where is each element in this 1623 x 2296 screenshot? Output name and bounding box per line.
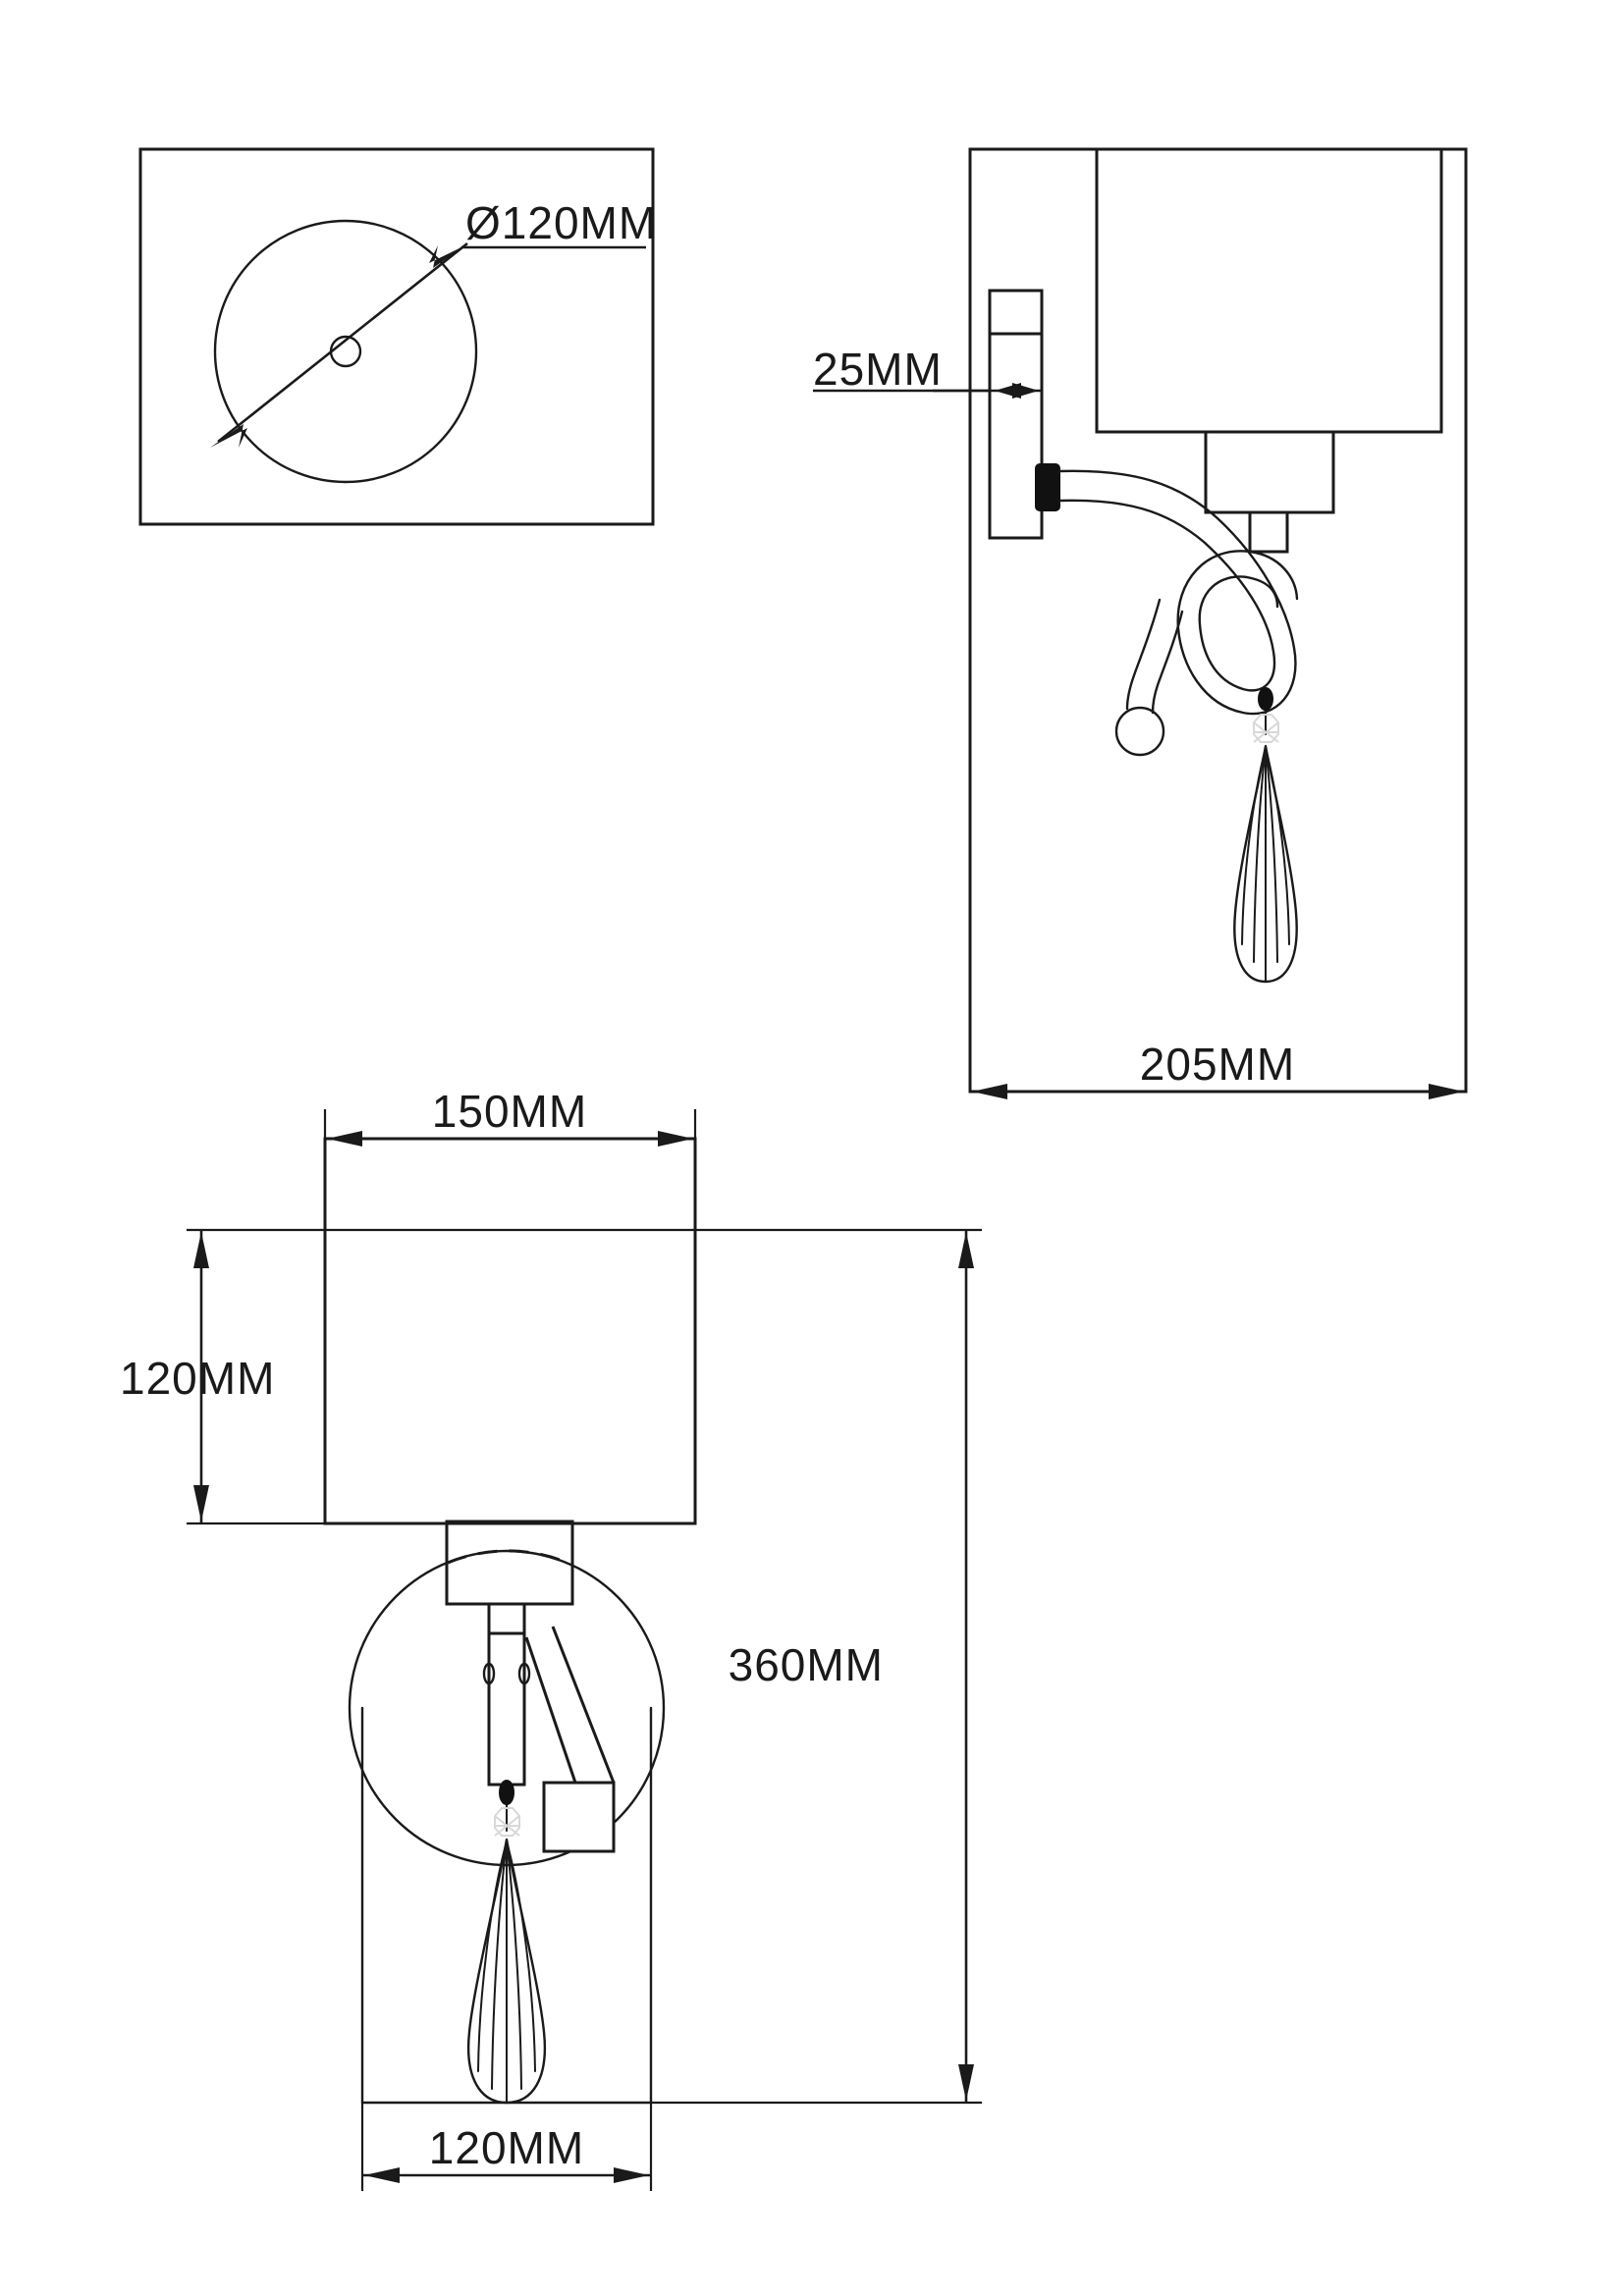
- side-shade-collar: [1204, 430, 1335, 514]
- top-view-outline: [138, 147, 655, 526]
- dim150-arrow-left: [327, 1131, 362, 1147]
- dim-shade-height-120-label: 120MM: [120, 1353, 275, 1404]
- side-crystal-bead: [1253, 714, 1279, 743]
- side-ball-finial: [1114, 706, 1165, 757]
- dim120w-arrow-right: [614, 2167, 649, 2183]
- front-stem: [487, 1602, 526, 1787]
- side-drop-facet-1: [1241, 747, 1267, 945]
- side-drop-facet-4: [1265, 747, 1278, 963]
- dim-25-label: 25MM: [813, 344, 943, 395]
- front-shade-body: [323, 1137, 697, 1525]
- front-arm-edge-right: [551, 1626, 616, 1784]
- backplate-circle: [213, 219, 478, 484]
- dim205-arrow-left: [972, 1084, 1007, 1099]
- front-drop-facet-2: [491, 1841, 508, 2090]
- dim360-arrow-bottom: [958, 2064, 974, 2101]
- side-shade-body: [1095, 147, 1443, 434]
- front-stem-detail-left: [482, 1662, 496, 1685]
- front-arm-end-box: [542, 1781, 616, 1853]
- side-drop-facet-5: [1265, 747, 1290, 945]
- side-joint-connector: [1035, 463, 1060, 511]
- dim120w-arrow-left: [364, 2167, 400, 2183]
- side-arm-outer-loop: [1057, 469, 1299, 716]
- side-arm-branch-left-a: [1125, 598, 1162, 711]
- top-view: Ø120MM: [138, 147, 657, 526]
- diameter-leader-line: [217, 241, 468, 444]
- front-socket-collar: [445, 1520, 574, 1606]
- side-arm-inner-loop: [1057, 499, 1279, 692]
- front-view: 150MM 120MM 360MM 120MM: [120, 1086, 982, 2191]
- dim-150-label: 150MM: [432, 1086, 587, 1137]
- front-crystal-bead: [494, 1807, 520, 1837]
- dim360-arrow-top: [958, 1232, 974, 1268]
- dim-205-label: 205MM: [1140, 1039, 1295, 1090]
- side-wall-bracket: [988, 289, 1044, 540]
- front-drop-facet-5: [506, 1841, 536, 2072]
- diameter-120-label: Ø120MM: [465, 197, 657, 248]
- front-drop-facet-1: [477, 1841, 508, 2072]
- front-backplate-hidden-arc: [447, 1549, 568, 1565]
- side-crystal-ring: [1258, 687, 1273, 711]
- diameter-arrow-upper: [429, 245, 465, 268]
- side-view: 25MM 205MM: [813, 147, 1468, 1099]
- side-neck: [1248, 510, 1289, 554]
- front-stem-detail-right: [517, 1662, 531, 1685]
- dim120h-arrow-top: [193, 1232, 209, 1268]
- diameter-arrow-lower: [210, 424, 247, 448]
- front-drop-facet-4: [506, 1841, 522, 2090]
- dim-backplate-width-120-label: 120MM: [429, 2122, 584, 2173]
- side-view-outline: [968, 147, 1468, 1094]
- dim205-arrow-right: [1429, 1084, 1464, 1099]
- front-arm-edge-left: [524, 1636, 577, 1784]
- side-drop-facet-2: [1253, 747, 1267, 963]
- dim-overall-height-360-label: 360MM: [729, 1639, 884, 1690]
- dim25-arrow-right: [1012, 383, 1039, 399]
- front-crystal-ring: [499, 1780, 514, 1805]
- dim120h-arrow-bottom: [193, 1485, 209, 1522]
- dim150-arrow-right: [658, 1131, 693, 1147]
- side-arm-branch-left-b: [1151, 610, 1184, 715]
